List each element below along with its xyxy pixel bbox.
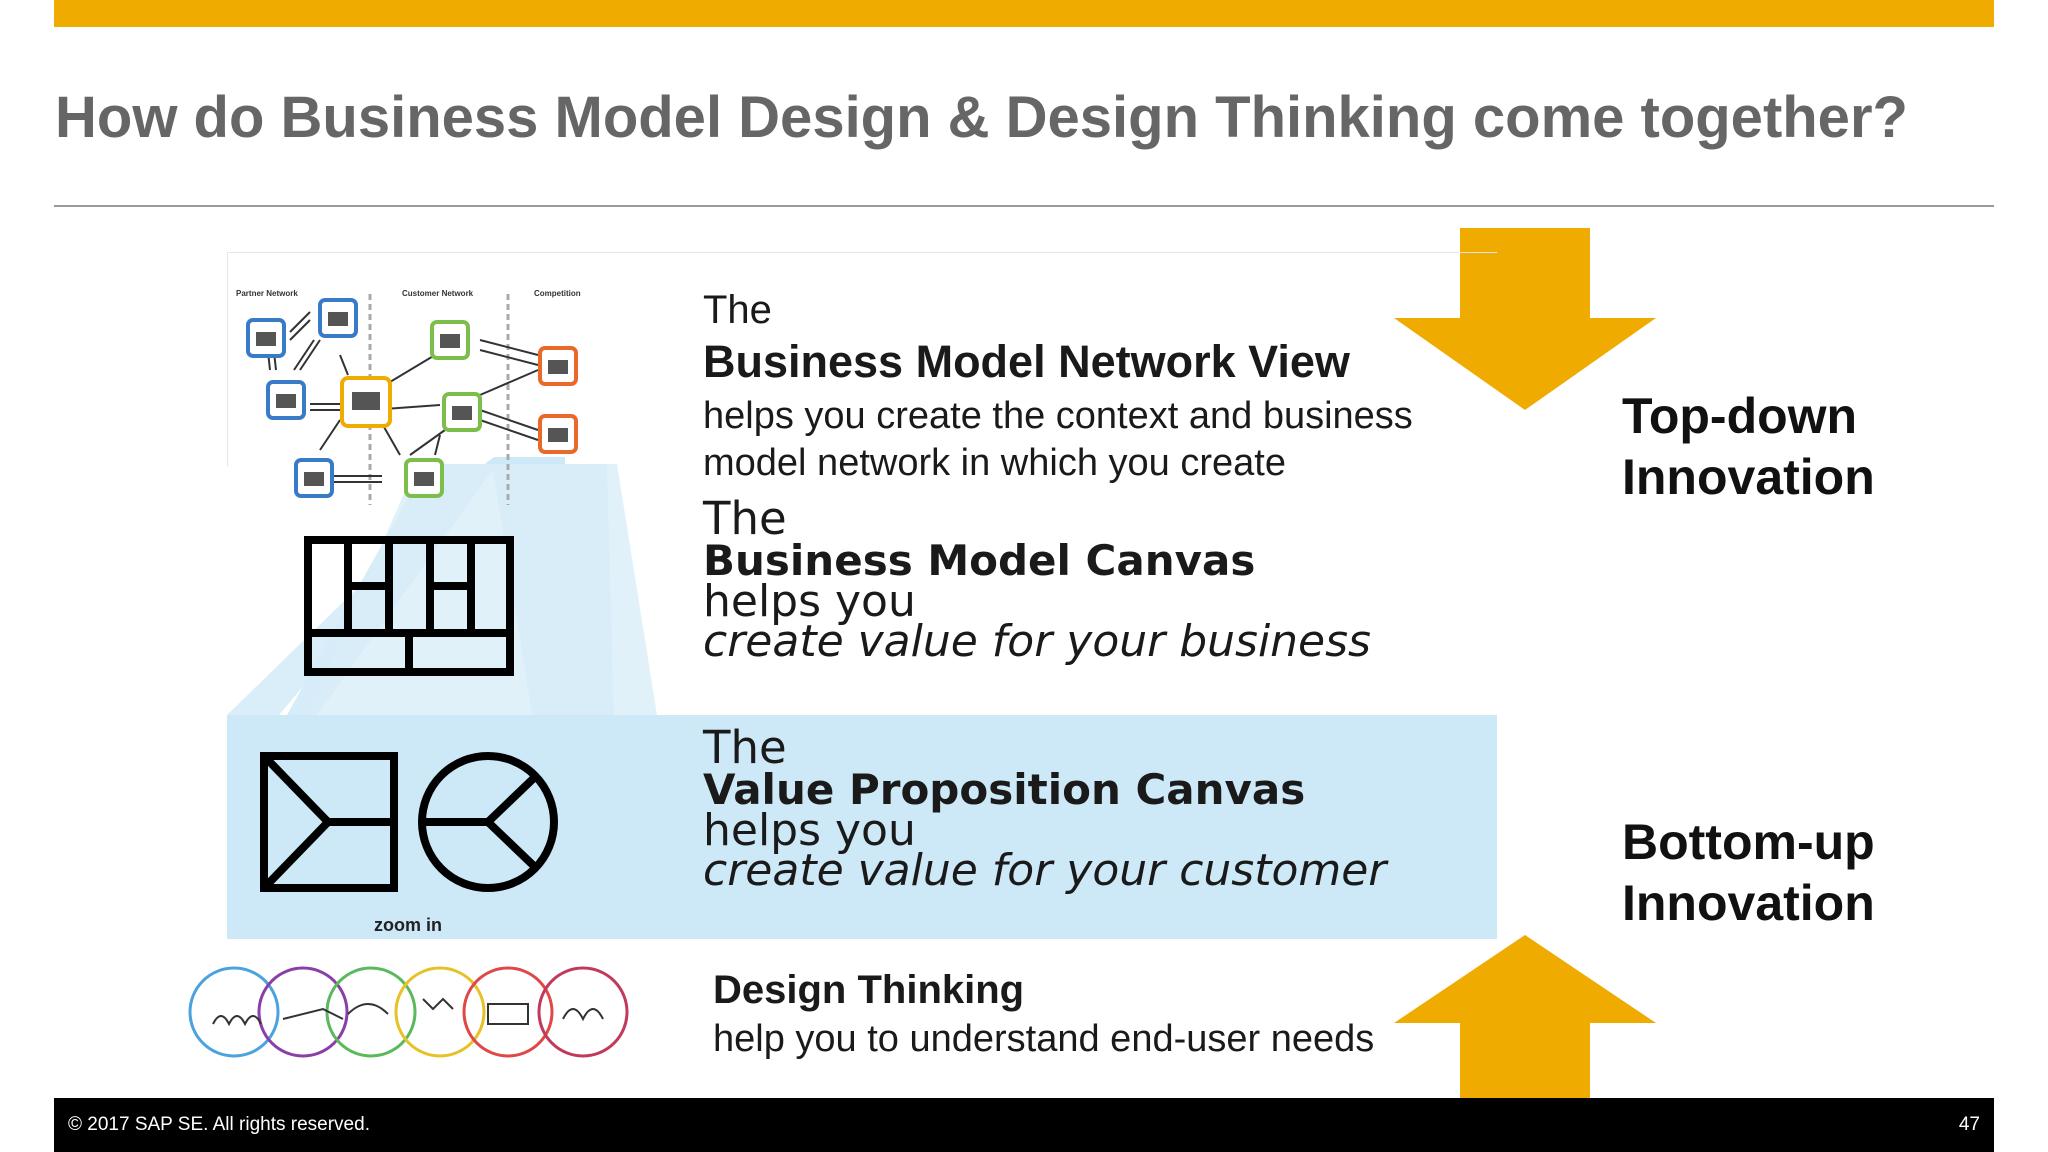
bottom-up-label: Bottom-up Innovation (1622, 812, 1875, 934)
design-thinking-process-icon (188, 966, 629, 1058)
slide-title: How do Business Model Design & Design Th… (55, 85, 1908, 150)
design-thinking-heading: Design Thinking (713, 968, 1025, 1012)
bmc-helps: helps you (703, 576, 916, 627)
competition-label: Competition (534, 289, 581, 298)
network-view-body-line2: model network in which you create (703, 442, 1286, 484)
network-view-heading: Business Model Network View (703, 336, 1350, 387)
top-accent-bar (54, 0, 1994, 27)
up-arrow-icon (1394, 935, 1656, 1115)
partner-network-label: Partner Network (236, 289, 298, 298)
business-model-canvas-icon (304, 536, 514, 676)
vpc-purpose: create value for your customer (703, 845, 1387, 896)
design-thinking-body: help you to understand end-user needs (713, 1018, 1375, 1060)
top-down-line1: Top-down (1622, 388, 1858, 444)
bmc-the: The (703, 492, 787, 545)
bmc-heading: Business Model Canvas (703, 536, 1256, 585)
title-divider (54, 205, 1994, 207)
value-proposition-canvas-icon (260, 752, 558, 892)
zoom-connector-top (485, 457, 565, 464)
business-network-graph (246, 294, 578, 505)
customer-network-label: Customer Network (402, 289, 474, 298)
vpc-helps: helps you (703, 805, 916, 856)
copyright-text: © 2017 SAP SE. All rights reserved. (68, 1114, 370, 1135)
page-number: 47 (1958, 1114, 1980, 1135)
value-proposition-band (227, 715, 1497, 939)
network-view-body-line1: helps you create the context and busines… (703, 395, 1413, 437)
vpc-heading: Value Proposition Canvas (703, 765, 1306, 814)
network-view-body: helps you create the context and busines… (703, 393, 1413, 487)
bottom-up-line2: Innovation (1622, 875, 1875, 931)
top-down-line2: Innovation (1622, 449, 1875, 505)
slide-footer: © 2017 SAP SE. All rights reserved. 47 (54, 1098, 1994, 1152)
top-down-label: Top-down Innovation (1622, 386, 1875, 508)
down-arrow-icon (1394, 228, 1656, 410)
bmc-purpose: create value for your business (703, 616, 1371, 667)
zoom-in-label: zoom in (374, 915, 442, 935)
bottom-up-line1: Bottom-up (1622, 814, 1875, 870)
network-view-the: The (703, 288, 772, 332)
vpc-the: The (703, 721, 787, 774)
